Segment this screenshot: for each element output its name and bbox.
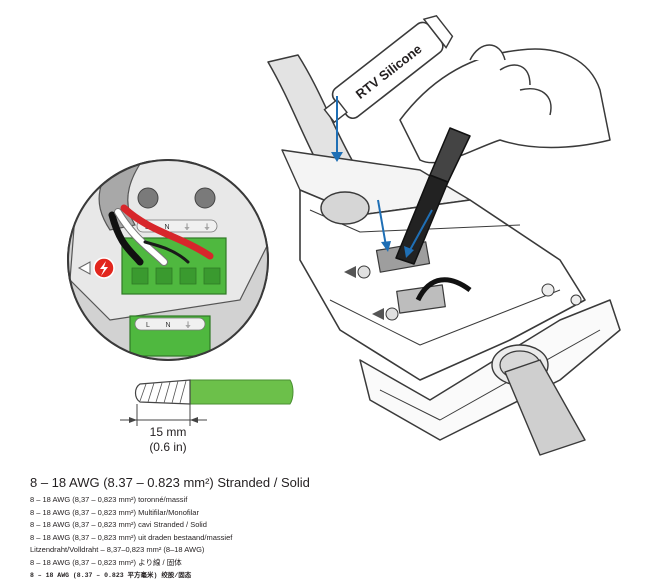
hand-with-screwdriver [395,44,611,265]
silicone-tube: RTV Silicone [323,14,454,124]
wire-spec-line: Litzendraht/Volldraht – 8,37–0,823 mm² (… [30,545,205,555]
wire-spec-caption: 8 – 18 AWG (8.37 – 0.823 mm²) Stranded /… [30,474,590,582]
screw [570,294,582,306]
cable-gland [491,344,586,456]
strip-length-metric: 15 mm [149,425,187,439]
application-arrows [331,96,433,258]
terminal-label: L [146,322,150,329]
strip-length-imperial: (0.6 in) [149,440,187,454]
wire-spec-line: 8 – 18 AWG (8,37 – 0,823 mm²) Multifilar… [30,507,199,517]
terminal-label: ⏚ [185,321,192,329]
wire-spec-line: 8 – 18 AWG (8,37 – 0,823 mm²) cavi Stran… [30,520,207,530]
enclosure-base [359,299,621,441]
wire-spec-line: 8 – 18 AWG (8,37 – 0,823 mm²) toronné/ma… [30,495,188,504]
ground-symbol-icon [357,265,371,279]
green-terminal-block [121,237,227,295]
lower-terminal-block [396,277,472,314]
terminal-label: N [165,322,170,329]
screw [194,187,216,209]
ground-symbol-icon [385,307,399,321]
screw [137,187,159,209]
pointer-triangle-icon [77,261,91,275]
wire-spec-line: 8 – 18 AWG (8,37 – 0,823 mm²) uit draden… [30,532,233,542]
terminal-label: N [164,224,169,231]
stripped-wire-illustration [120,379,294,426]
device-illustration [267,54,621,456]
pointer-triangle-icon [344,266,356,278]
strip-length-label: 15 mm (0.6 in) [136,425,200,455]
wire-spec-line: 8 – 18 AWG (8,37 – 0,823 mm²) より線 / 固体 [30,557,182,567]
terminal-label: ⏚ [204,223,211,231]
bare-conductor [134,379,191,405]
screw [541,283,555,297]
cable-entry-opening [320,191,370,225]
wire-spec-title: 8 – 18 AWG (8.37 – 0.823 mm²) Stranded /… [30,475,310,490]
terminal-detail-callout: L N ⏚ ⏚ [67,159,269,361]
wires [108,204,214,266]
wire-spec-line: 8 – 18 AWG (8.37 – 0.823 平方毫米) 绞股/固态 [30,571,192,579]
terminal-label: ⏚ [184,223,191,231]
pointer-triangle-icon [372,308,384,320]
